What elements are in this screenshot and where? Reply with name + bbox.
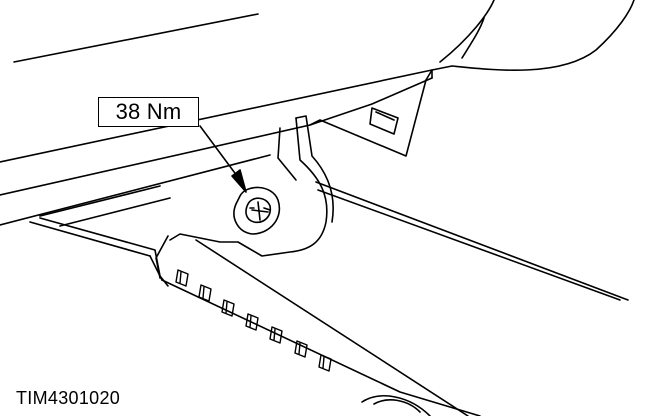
track-slot [318, 354, 332, 372]
torque-callout: 38 Nm [98, 97, 199, 127]
track-slot [245, 313, 259, 331]
arrow-icon [199, 125, 247, 193]
track-slot [294, 340, 308, 358]
phillips-bolt-icon [233, 186, 281, 235]
track-slot [198, 284, 212, 302]
frame-slot [369, 107, 399, 135]
track-slot [221, 299, 235, 317]
figure-id: TIM4301020 [16, 388, 121, 408]
seat-frame-rail [0, 65, 453, 226]
seat-cushion [13, 0, 635, 71]
floor-rail [39, 181, 629, 301]
slotted-track [29, 217, 481, 416]
mounting-bracket [169, 115, 334, 257]
track-slots [175, 269, 332, 372]
track-slot [175, 269, 189, 287]
track-slot [269, 326, 283, 344]
